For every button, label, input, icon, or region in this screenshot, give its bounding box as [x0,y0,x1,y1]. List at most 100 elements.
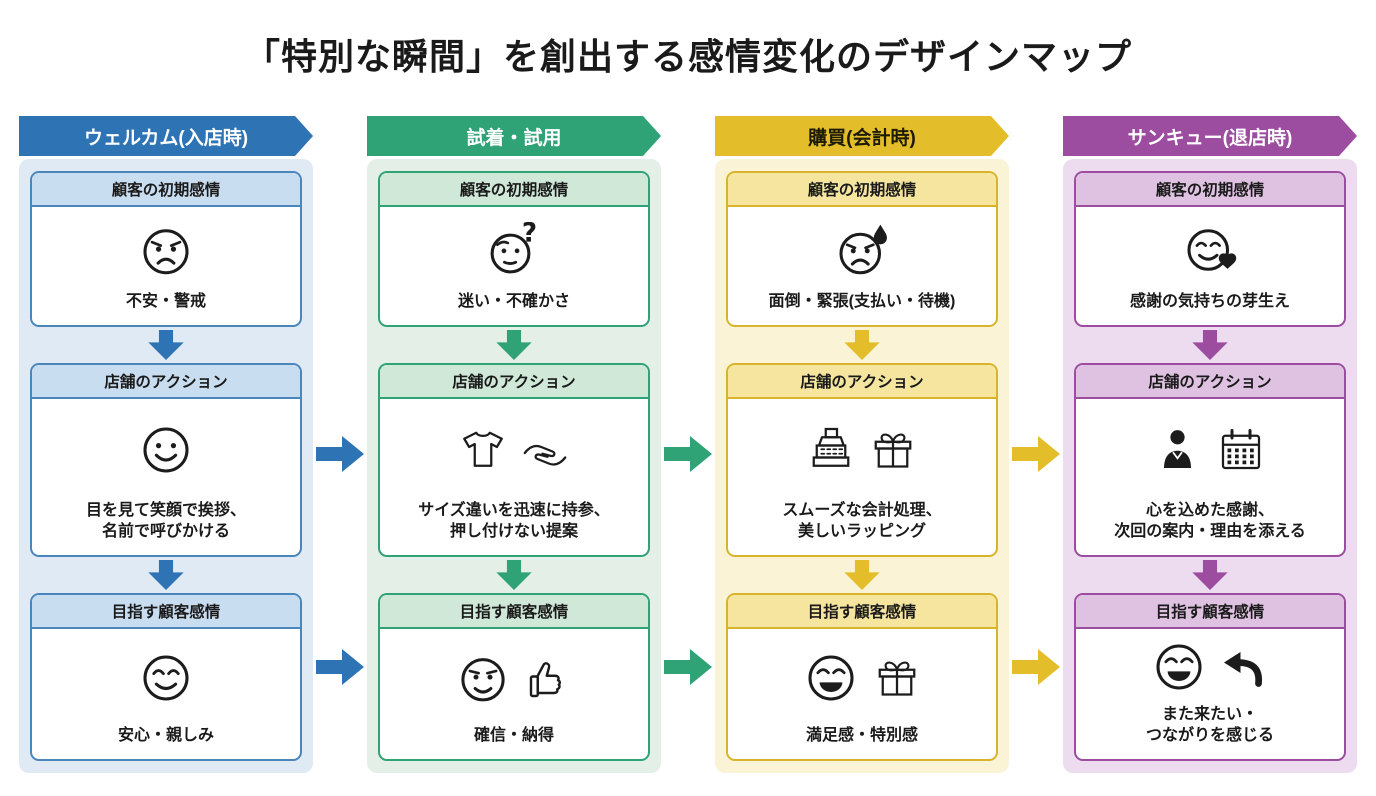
down-arrow-icon [496,560,532,590]
calendar-icon [1217,426,1265,474]
column-purchase: 購買(会計時) 顧客の初期感情 面倒・緊張(支払い・待機) 店舗のアクション ス… [715,116,1009,773]
initial-emotion-box: 顧客の初期感情 不安・警戒 [30,171,302,327]
down-arrow-icon [844,330,880,360]
right-arrow-icon [664,647,712,687]
icon-row [32,629,300,726]
relieved-face-icon [138,650,194,706]
icon-row [1076,629,1344,705]
smiling-face-icon [138,422,194,478]
page-title: 「特別な瞬間」を創出する感情変化のデザインマップ [243,36,1132,77]
box-title: 顧客の初期感情 [380,173,648,207]
store-action-box: 店舗のアクション スムーズな会計処理、 美しいラッピング [726,363,998,557]
down-arrow [30,557,302,593]
box-title: 顧客の初期感情 [1076,173,1344,207]
box-title: 目指す顧客感情 [32,595,300,629]
right-arrow-icon [1012,434,1060,474]
stage-transition-1 [313,116,367,773]
icon-row [380,207,648,292]
emotion-caption: 不安・警戒 [125,293,206,311]
return-arrow-icon [1221,643,1269,691]
down-arrow [378,327,650,363]
emotion-caption: また来たい・ つながりを感じる [1145,706,1274,745]
icon-row [32,399,300,501]
down-arrow-icon [148,560,184,590]
stage-header-label: 購買(会計時) [808,127,916,149]
emotion-caption: 感謝の気持ちの芽生え [1129,293,1290,311]
box-title: 目指す顧客感情 [380,595,648,629]
target-emotion-box: 目指す顧客感情 安心・親しみ [30,593,302,761]
target-emotion-box: 目指す顧客感情 確信・納得 [378,593,650,761]
emotion-caption: 満足感・特別感 [805,727,918,745]
box-title: 店舗のアクション [380,365,648,399]
action-caption: 目を見て笑顔で挨拶、 名前で呼びかける [85,502,246,541]
box-title: 顧客の初期感情 [728,173,996,207]
column-thank-you: サンキュー(退店時) 顧客の初期感情 感謝の気持ちの芽生え 店舗のアクション 心… [1063,116,1357,773]
initial-emotion-box: 顧客の初期感情 面倒・緊張(支払い・待機) [726,171,998,327]
action-caption: スムーズな会計処理、 美しいラッピング [782,502,942,541]
emotion-caption: 確信・納得 [473,727,554,745]
box-title: 店舗のアクション [1076,365,1344,399]
icon-row [380,399,648,501]
stage-panel: 顧客の初期感情 面倒・緊張(支払い・待機) 店舗のアクション スムーズな会計処理… [715,159,1009,773]
box-title: 店舗のアクション [728,365,996,399]
down-arrow-icon [496,330,532,360]
icon-row [380,629,648,726]
cash-register-icon [807,426,855,474]
down-arrow [378,557,650,593]
down-arrow-icon [1192,560,1228,590]
down-arrow-icon [1192,330,1228,360]
icon-row [728,629,996,726]
box-title: 目指す顧客感情 [1076,595,1344,629]
gift-box-icon [873,654,921,702]
stage-header-thank-you: サンキュー(退店時) [1063,116,1357,156]
down-arrow [726,327,998,363]
thumbs-up-icon [525,654,573,702]
initial-emotion-box: 顧客の初期感情 感謝の気持ちの芽生え [1074,171,1346,327]
target-emotion-box: 目指す顧客感情 満足感・特別感 [726,593,998,761]
box-title: 顧客の初期感情 [32,173,300,207]
stage-header-try-on: 試着・試用 [367,116,661,156]
stage-header-welcome: ウェルカム(入店時) [19,116,313,156]
down-arrow-icon [844,560,880,590]
stage-header-purchase: 購買(会計時) [715,116,1009,156]
stage-header-label: サンキュー(退店時) [1127,127,1293,149]
icon-row [1076,399,1344,501]
gift-box-icon [869,426,917,474]
stage-header-label: ウェルカム(入店時) [83,127,249,149]
icon-row [32,207,300,292]
action-caption: 心を込めた感謝、 次回の案内・理由を添える [1114,502,1306,541]
stage-transition-3 [1009,116,1063,773]
down-arrow [1074,557,1346,593]
target-emotion-box: 目指す顧客感情 また来たい・ つながりを感じる [1074,593,1346,761]
confident-face-icon [455,650,511,706]
offering-hands-icon [521,426,569,474]
down-arrow-icon [148,330,184,360]
box-title: 目指す顧客感情 [728,595,996,629]
action-caption: サイズ違いを迅速に持参、 押し付けない提案 [418,502,610,541]
initial-emotion-box: 顧客の初期感情 迷い・不確かさ [378,171,650,327]
worried-face-icon [138,222,194,278]
down-arrow [1074,327,1346,363]
delighted-face-icon [803,650,859,706]
stage-panel: 顧客の初期感情 迷い・不確かさ 店舗のアクション サイズ違いを迅速に持参、 押し… [367,159,661,773]
right-arrow-icon [316,434,364,474]
store-action-box: 店舗のアクション 目を見て笑顔で挨拶、 名前で呼びかける [30,363,302,557]
icon-row [728,399,996,501]
stage-transition-2 [661,116,715,773]
stage-header-label: 試着・試用 [466,127,562,149]
right-arrow-icon [1012,647,1060,687]
stressed-face-sweat-icon [834,222,890,278]
icon-row [728,207,996,292]
store-action-box: 店舗のアクション サイズ違いを迅速に持参、 押し付けない提案 [378,363,650,557]
column-try-on: 試着・試用 顧客の初期感情 迷い・不確かさ 店舗のアクション サイズ違いを迅速に… [367,116,661,773]
emotion-caption: 迷い・不確かさ [457,293,570,311]
laughing-face-icon [1151,639,1207,695]
stage-panel: 顧客の初期感情 不安・警戒 店舗のアクション 目を見て笑顔で挨拶、 名前で呼びか… [19,159,313,773]
down-arrow [726,557,998,593]
emotion-caption: 面倒・緊張(支払い・待機) [768,293,956,311]
shirt-icon [459,426,507,474]
emotion-caption: 安心・親しみ [117,727,214,745]
down-arrow [30,327,302,363]
staff-person-icon [1155,426,1203,474]
grateful-face-heart-icon [1182,222,1238,278]
